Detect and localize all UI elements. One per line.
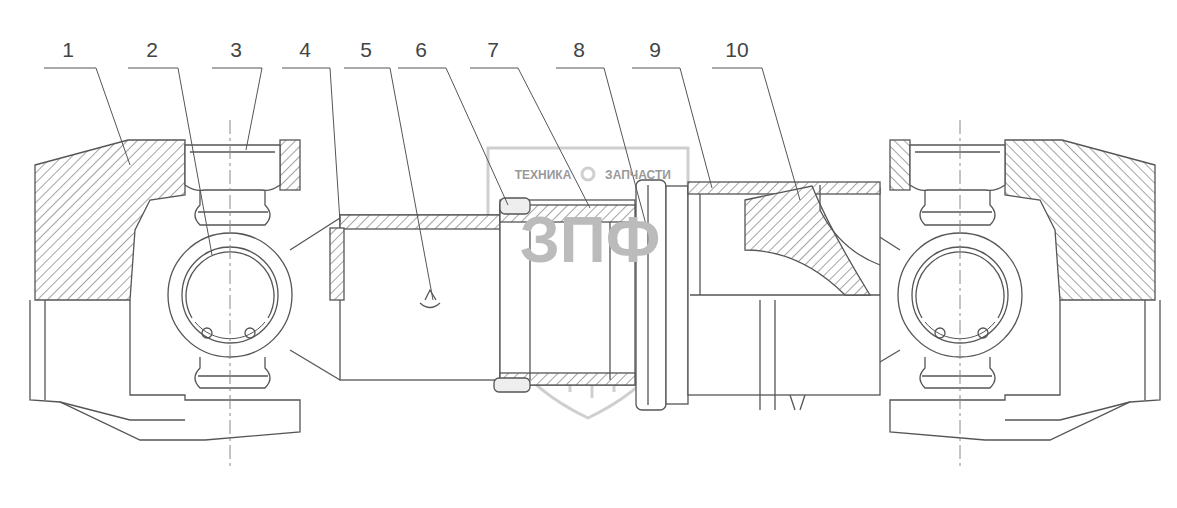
callout-number-holder: 5	[360, 39, 372, 61]
callout-number: 5	[360, 39, 372, 60]
callout-number-holder: 7	[487, 39, 499, 61]
watermark-text: ТЕХНИКА	[515, 169, 572, 181]
callout-number: 4	[299, 39, 311, 60]
watermark-text-holder: ЗАПЧАСТИ	[605, 165, 671, 183]
callout-number-holder: 4	[299, 39, 311, 61]
callout-number: 10	[725, 39, 748, 60]
callout-number: 6	[415, 39, 427, 60]
callout-number: 8	[573, 39, 585, 60]
callout-number-holder: 8	[573, 39, 585, 61]
callout-number: 2	[146, 39, 158, 60]
callout-number-holder: 1	[62, 39, 74, 61]
watermark-logo: ЗПФ	[520, 208, 661, 272]
callout-number: 7	[487, 39, 499, 60]
watermark-text: ЗАПЧАСТИ	[605, 169, 671, 181]
watermark-text-holder: ТЕХНИКА	[515, 165, 572, 183]
watermark-logo-holder: ЗПФ	[520, 208, 661, 272]
callout-number: 9	[649, 39, 661, 60]
callout-number-holder: 2	[146, 39, 158, 61]
callout-number: 1	[62, 39, 74, 60]
callout-number: 3	[230, 39, 242, 60]
callout-number-holder: 3	[230, 39, 242, 61]
callout-number-holder: 9	[649, 39, 661, 61]
callout-number-holder: 6	[415, 39, 427, 61]
callout-number-holder: 10	[725, 39, 748, 61]
